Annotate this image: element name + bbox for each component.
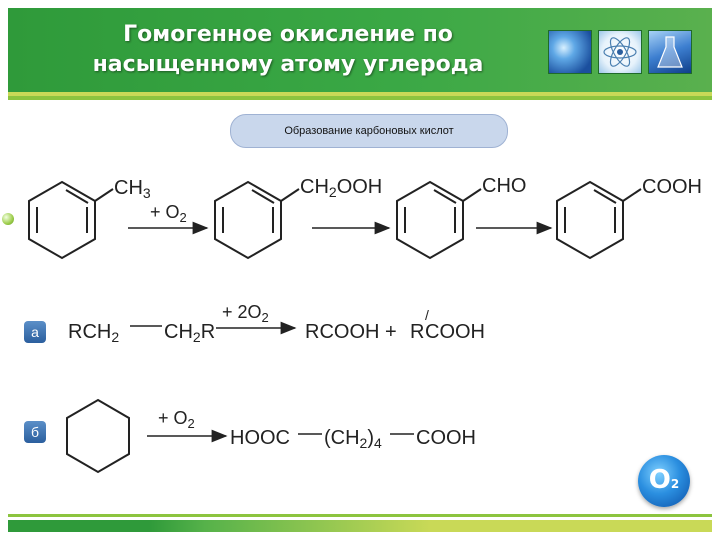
bullet-icon [2, 213, 14, 225]
footer-bar [8, 520, 712, 532]
page-title: Гомогенное окисление по насыщенному атом… [8, 20, 568, 80]
o2-logo-sub: 2 [670, 477, 680, 491]
aldehyde-substituent: CHO [482, 175, 526, 197]
header-stripe [8, 96, 712, 100]
reaction-badge-a: а [24, 321, 46, 343]
cyclohexane-ring [66, 398, 130, 474]
reaction3-reagent: + O2 [158, 408, 195, 431]
title-line-1: Гомогенное окисление по [123, 22, 453, 47]
flask-thumbnail [648, 30, 692, 74]
reaction2-product-2: R [410, 321, 424, 343]
subtitle-pill: Образование карбоновых кислот [230, 114, 508, 148]
atom-thumbnail [598, 30, 642, 74]
reaction-badge-b: б [24, 421, 46, 443]
title-line-2: насыщенному атому углерода [92, 52, 484, 77]
o2-logo-main: O [648, 465, 671, 495]
reaction2-reactant-left: RCH2 [68, 321, 119, 345]
header-bar [8, 8, 712, 96]
o2-logo: O2 [638, 455, 690, 507]
benzene-ring-2 [214, 180, 300, 260]
acid-substituent: COOH [642, 176, 702, 198]
reaction3-product-a: HOOC [230, 427, 290, 449]
footer-line [8, 514, 712, 517]
hydroperoxide-substituent: CH2OOH [300, 176, 382, 200]
reaction3-product-b: (CH2)4 [324, 427, 382, 451]
molecule-thumbnail [548, 30, 592, 74]
flask-icon [657, 36, 683, 68]
benzene-ring-3 [396, 180, 482, 260]
benzene-ring-4 [556, 180, 642, 260]
reaction1-reagent: + O2 [150, 202, 187, 225]
reaction2-reactant-right: CH2R [164, 321, 215, 345]
header-thumbnails [548, 30, 692, 74]
atom-icon [603, 37, 637, 67]
reaction3-product-c: COOH [416, 427, 476, 449]
reaction2-prime: / [425, 307, 429, 323]
toluene-substituent: CH3 [114, 177, 151, 201]
benzene-ring-1 [28, 180, 114, 260]
reaction2-product-1: RCOOH + [305, 321, 397, 343]
reaction2-product-2-tail: COOH [425, 321, 485, 343]
reaction2-reagent: + 2O2 [222, 302, 269, 325]
